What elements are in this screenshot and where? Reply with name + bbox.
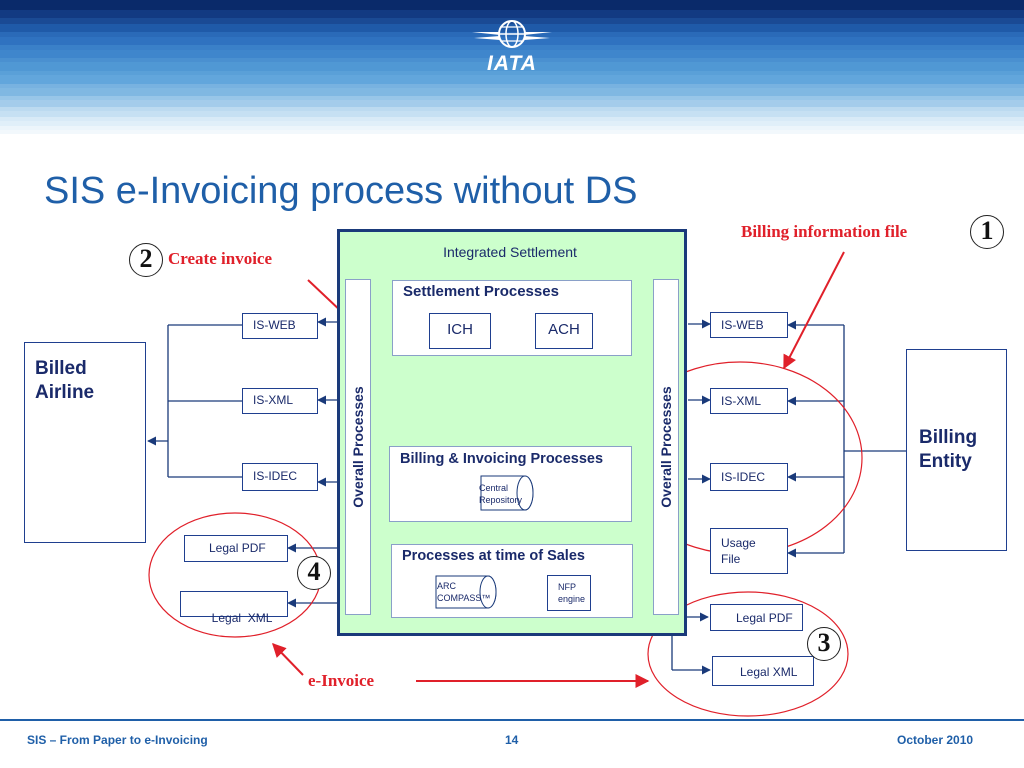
- central-repository-icon: [480, 475, 534, 511]
- overall-processes-right: Overall Processes: [653, 279, 679, 615]
- left-is-web-label: IS-WEB: [253, 318, 296, 332]
- billing-entity-line1: Billing: [919, 427, 978, 448]
- central-repository-label: Central Repository: [479, 482, 522, 506]
- step-4-badge: 4: [297, 556, 331, 590]
- right-is-idec-box: IS-IDEC: [710, 463, 788, 491]
- left-legal-pdf-label: Legal PDF: [209, 541, 266, 555]
- settlement-processes-box: Settlement Processes: [392, 280, 632, 356]
- page-title: SIS e-Invoicing process without DS: [44, 170, 638, 212]
- iata-logo: IATA: [470, 18, 554, 76]
- footer-page-number: 14: [505, 733, 519, 747]
- nfp-line2: engine: [558, 594, 586, 604]
- left-legal-xml-box: Legal XML: [180, 591, 288, 625]
- usage-file-box: Usage File: [710, 528, 788, 574]
- step-1-badge: 1: [970, 215, 1004, 249]
- settlement-processes-title: Settlement Processes: [403, 283, 559, 300]
- billing-information-file-label: Billing information file: [741, 222, 908, 241]
- ach-box: ACH: [535, 313, 593, 349]
- ich-box: ICH: [429, 313, 491, 349]
- right-is-web-label: IS-WEB: [721, 318, 764, 332]
- right-is-xml-box: IS-XML: [710, 388, 788, 414]
- integrated-settlement-title: Integrated Settlement: [443, 244, 577, 260]
- billing-invoicing-title: Billing & Invoicing Processes: [400, 451, 604, 467]
- right-legal-pdf-box: Legal PDF: [710, 604, 803, 631]
- billing-entity-box: Billing Entity: [906, 349, 1007, 551]
- right-legal-xml-box: Legal XML: [712, 656, 814, 686]
- e-invoice-label: e-Invoice: [308, 671, 375, 690]
- right-legal-xml-label: Legal XML: [740, 665, 798, 679]
- left-is-web-box: IS-WEB: [242, 313, 318, 339]
- overall-processes-right-label: Overall Processes: [658, 386, 674, 508]
- central-repository-line1: Central: [479, 483, 509, 493]
- central-repository-line2: Repository: [479, 495, 523, 505]
- create-invoice-label: Create invoice: [168, 249, 273, 268]
- globe-icon: [472, 20, 552, 48]
- billing-entity-line2: Entity: [919, 451, 972, 472]
- overall-processes-left: Overall Processes: [345, 279, 371, 615]
- left-is-xml-box: IS-XML: [242, 388, 318, 414]
- billed-airline-line2: Airline: [35, 382, 95, 403]
- arc-compass-icon: [435, 575, 497, 609]
- footer-divider: [0, 719, 1024, 721]
- right-legal-pdf-label: Legal PDF: [736, 611, 793, 625]
- footer-date: October 2010: [897, 733, 974, 747]
- nfp-line1: NFP: [558, 582, 576, 592]
- right-is-web-box: IS-WEB: [710, 312, 788, 338]
- usage-file-line2: File: [721, 552, 741, 566]
- left-is-idec-label: IS-IDEC: [253, 469, 298, 483]
- logo-text: IATA: [487, 52, 537, 75]
- left-is-xml-label: IS-XML: [253, 393, 294, 407]
- arc-compass-label: ARC COMPASS™: [437, 580, 490, 604]
- nfp-engine-box: NFP engine: [547, 575, 591, 611]
- arc-line1: ARC: [437, 581, 457, 591]
- left-is-idec-box: IS-IDEC: [242, 463, 318, 491]
- left-legal-xml-label: Legal XML: [211, 611, 273, 625]
- billed-airline-box: Billed Airline: [24, 342, 146, 543]
- ach-label: ACH: [548, 321, 580, 338]
- arc-line2: COMPASS™: [437, 593, 491, 603]
- usage-file-line1: Usage: [721, 536, 756, 550]
- right-is-xml-label: IS-XML: [721, 394, 762, 408]
- right-is-idec-label: IS-IDEC: [721, 470, 766, 484]
- step-3-badge: 3: [807, 627, 841, 661]
- sales-processes-title: Processes at time of Sales: [402, 548, 585, 564]
- step-2-badge: 2: [129, 243, 163, 277]
- ich-label: ICH: [447, 321, 473, 338]
- footer-title: SIS – From Paper to e-Invoicing: [27, 733, 208, 747]
- sales-processes-box: Processes at time of Sales: [391, 544, 633, 618]
- billed-airline-line1: Billed: [35, 358, 87, 379]
- overall-processes-left-label: Overall Processes: [350, 386, 366, 508]
- left-legal-pdf-box: Legal PDF: [184, 535, 288, 562]
